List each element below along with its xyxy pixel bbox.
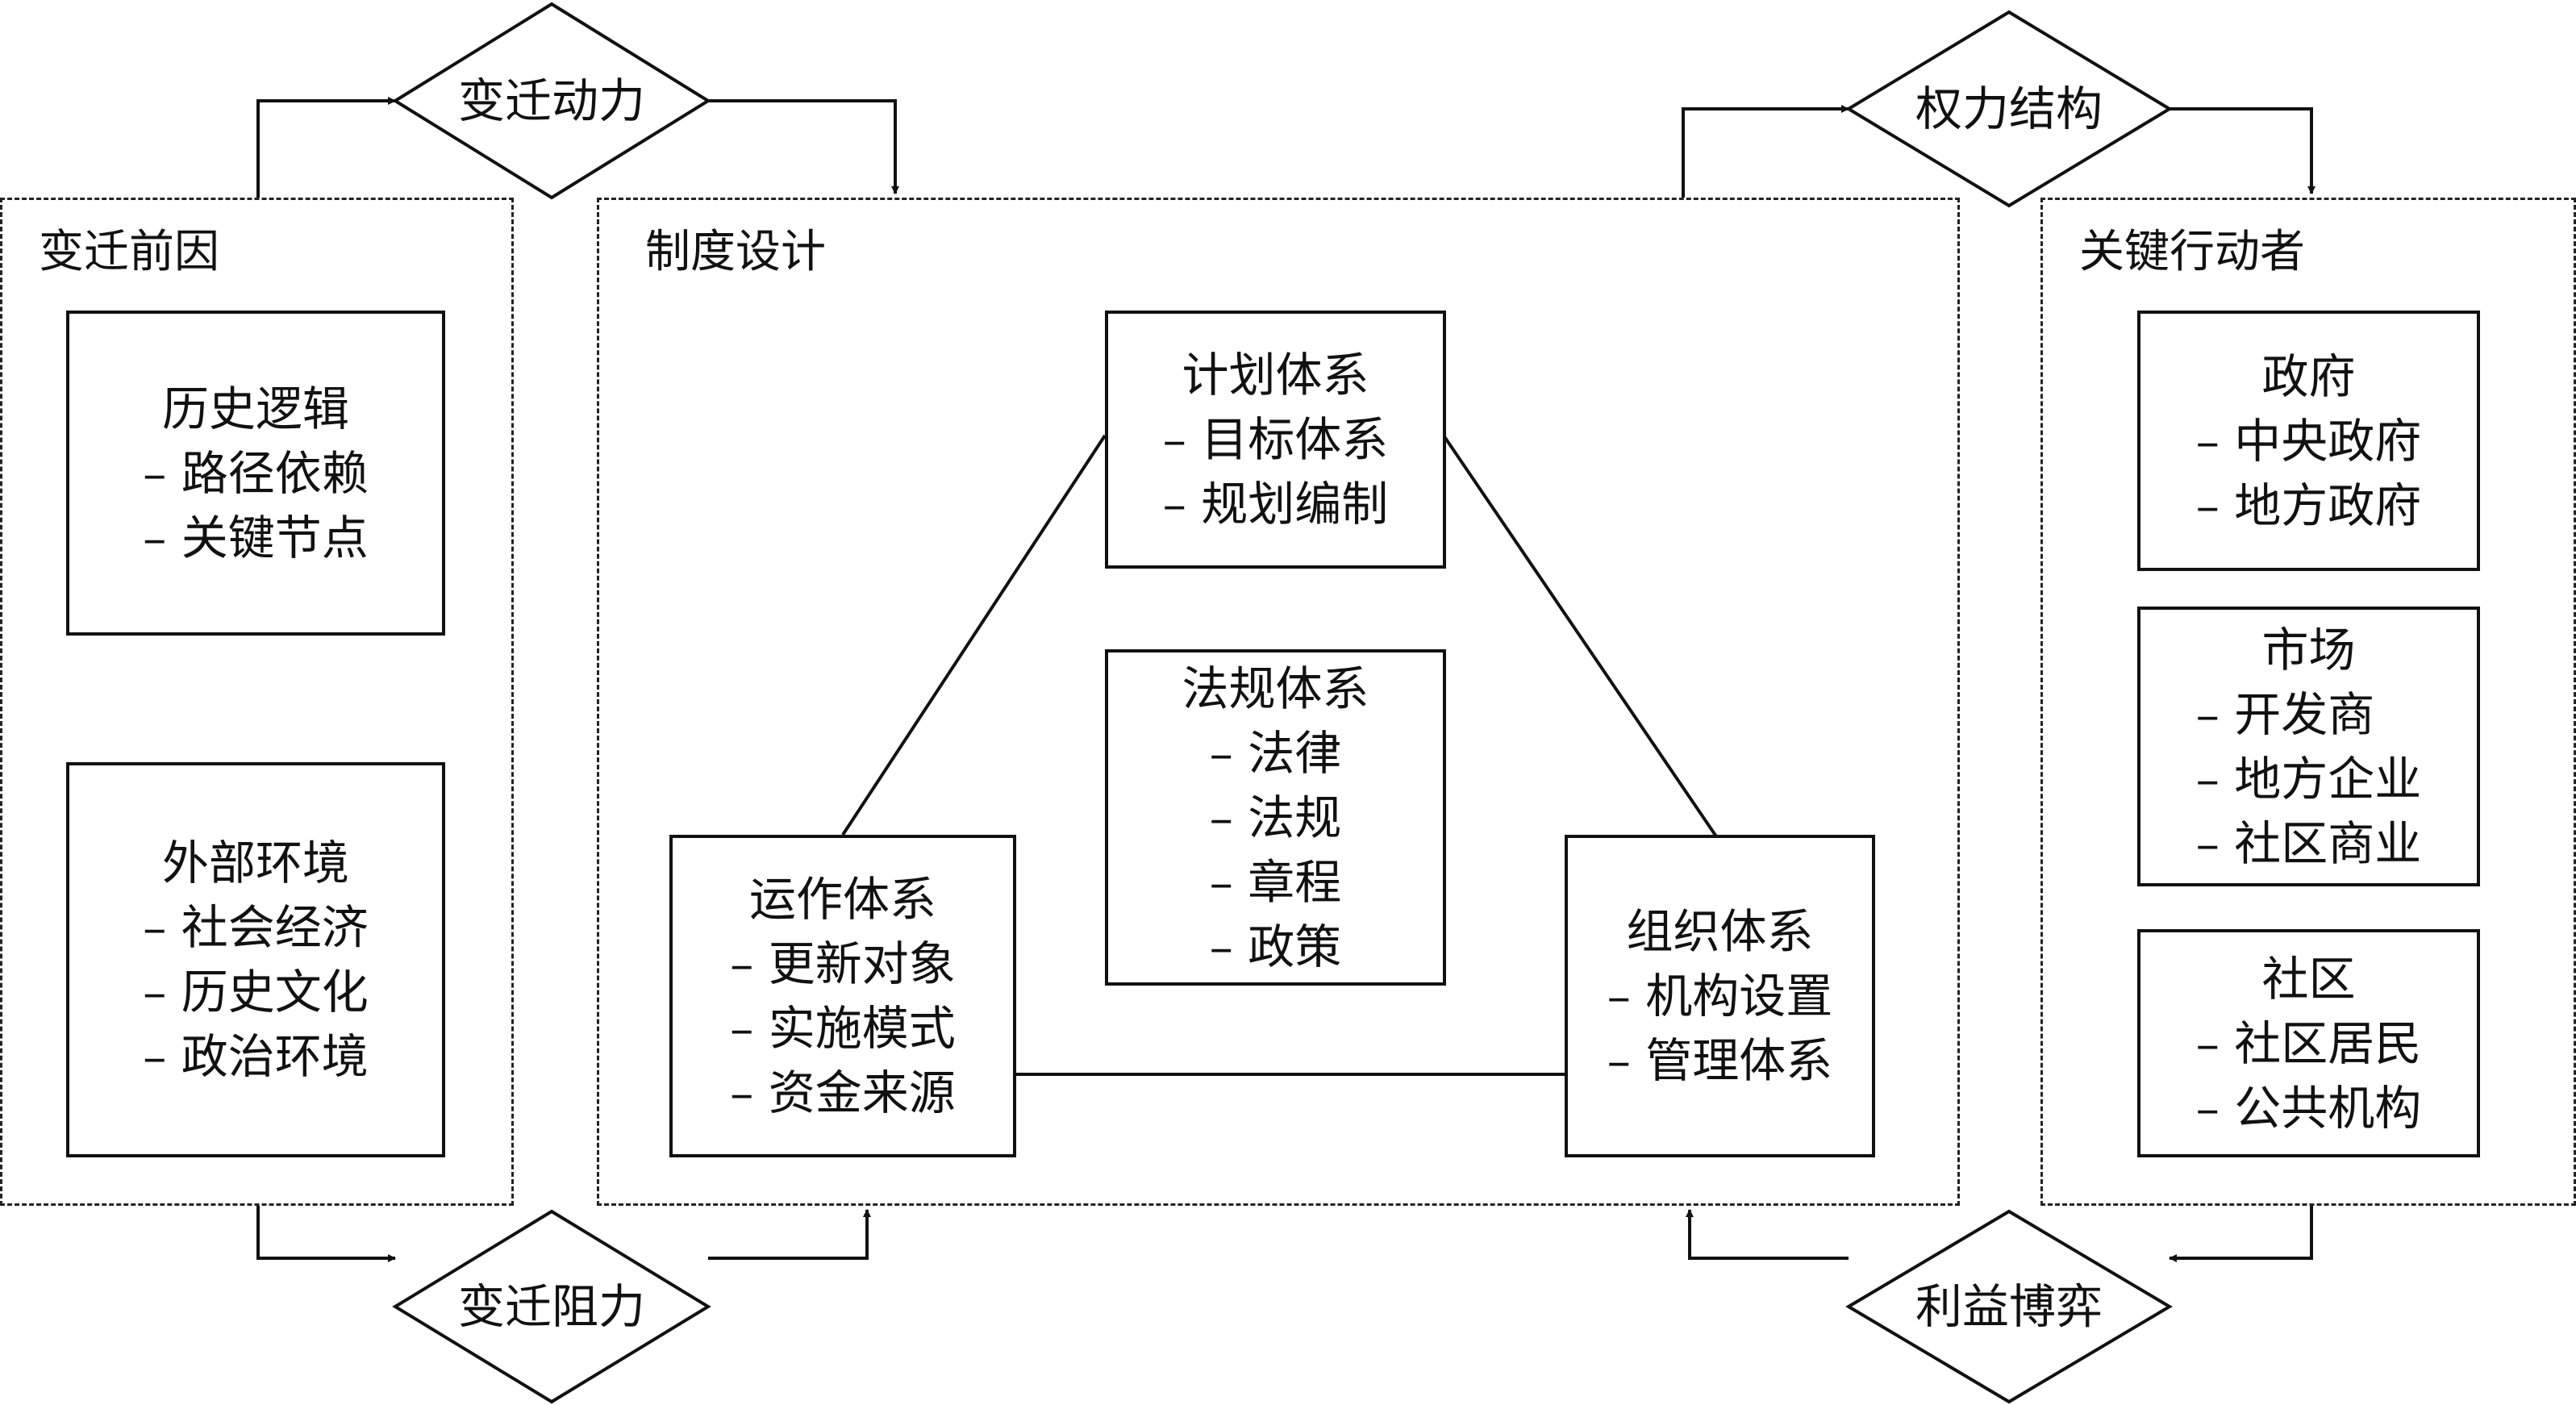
region-actors — [2040, 198, 2576, 1206]
list-item: 关键节点 — [143, 506, 369, 570]
box-market-list: 开发商 地方企业 社区商业 — [2196, 682, 2421, 876]
box-operation: 运作体系 更新对象 实施模式 资金来源 — [669, 835, 1016, 1157]
link-planning-organization — [1442, 434, 1719, 840]
box-environment-list: 社会经济 历史文化 政治环境 — [143, 895, 369, 1089]
list-item: 实施模式 — [730, 996, 956, 1061]
arrow-dynamics-to-design — [708, 99, 899, 194]
box-organization-title: 组织体系 — [1626, 904, 1814, 959]
box-organization: 组织体系 机构设置 管理体系 — [1565, 835, 1875, 1157]
box-history-list: 路径依赖 关键节点 — [143, 441, 369, 570]
box-regulation-list: 法律 法规 章程 政策 — [1210, 721, 1341, 979]
box-community-title: 社区 — [2261, 951, 2356, 1007]
arrow-design-to-power — [1682, 105, 1849, 198]
box-planning-list: 目标体系 规划编制 — [1163, 407, 1388, 536]
list-item: 社会经济 — [143, 895, 369, 960]
list-item: 机构设置 — [1607, 964, 1832, 1028]
box-regulation-title: 法规体系 — [1182, 661, 1369, 716]
list-item: 管理体系 — [1607, 1028, 1832, 1093]
box-environment: 外部环境 社会经济 历史文化 政治环境 — [66, 762, 445, 1157]
box-community-list: 社区居民 公共机构 — [2196, 1011, 2421, 1140]
region-actors-title: 关键行动者 — [2079, 226, 2305, 278]
box-community: 社区 社区居民 公共机构 — [2137, 929, 2480, 1157]
list-item: 历史文化 — [143, 960, 369, 1024]
region-causes-title: 变迁前因 — [39, 226, 219, 278]
diamond-power-label: 权力结构 — [1915, 81, 2103, 136]
box-planning-title: 计划体系 — [1182, 348, 1369, 402]
list-item: 章程 — [1210, 850, 1341, 915]
region-design-title: 制度设计 — [645, 226, 826, 278]
box-market: 市场 开发商 地方企业 社区商业 — [2137, 607, 2480, 886]
list-item: 路径依赖 — [143, 441, 369, 506]
box-operation-title: 运作体系 — [748, 872, 936, 927]
link-planning-operation — [841, 434, 1107, 836]
diamond-interest — [1845, 1209, 2173, 1404]
list-item: 社区居民 — [2196, 1011, 2421, 1076]
box-operation-list: 更新对象 实施模式 资金来源 — [730, 932, 956, 1125]
list-item: 政治环境 — [143, 1024, 369, 1089]
arrow-causes-to-dynamics — [256, 97, 396, 198]
box-environment-title: 外部环境 — [161, 836, 349, 890]
diamond-interest-label: 利益博弈 — [1915, 1279, 2103, 1334]
list-item: 公共机构 — [2196, 1076, 2421, 1140]
arrow-actors-to-interest — [2169, 1206, 2313, 1262]
list-item: 中央政府 — [2196, 409, 2421, 473]
list-item: 更新对象 — [730, 932, 956, 996]
arrow-resistance-to-design — [708, 1209, 871, 1260]
list-item: 政策 — [1210, 915, 1341, 979]
list-item: 资金来源 — [730, 1061, 956, 1125]
box-government-title: 政府 — [2261, 348, 2356, 404]
box-history-title: 历史逻辑 — [161, 381, 349, 436]
diamond-dynamics — [392, 2, 711, 200]
box-market-title: 市场 — [2261, 622, 2356, 677]
box-government-list: 中央政府 地方政府 — [2196, 409, 2421, 538]
list-item: 开发商 — [2196, 682, 2421, 747]
arrow-interest-to-design — [1686, 1209, 1849, 1260]
list-item: 社区商业 — [2196, 811, 2421, 876]
arrow-causes-to-resistance — [256, 1206, 396, 1262]
list-item: 地方企业 — [2196, 747, 2421, 811]
arrow-power-to-actors — [2170, 107, 2315, 194]
list-item: 目标体系 — [1163, 407, 1388, 472]
box-government: 政府 中央政府 地方政府 — [2137, 311, 2480, 571]
list-item: 法规 — [1210, 786, 1341, 850]
box-organization-list: 机构设置 管理体系 — [1607, 964, 1832, 1093]
box-regulation: 法规体系 法律 法规 章程 政策 — [1105, 649, 1446, 986]
list-item: 规划编制 — [1163, 472, 1388, 536]
region-causes — [0, 198, 514, 1206]
diamond-power — [1845, 10, 2173, 208]
diamond-resistance-label: 变迁阻力 — [457, 1279, 646, 1334]
region-design — [597, 198, 1960, 1206]
list-item: 法律 — [1210, 721, 1341, 786]
diamond-dynamics-label: 变迁动力 — [457, 73, 646, 128]
box-history: 历史逻辑 路径依赖 关键节点 — [66, 311, 445, 636]
diamond-resistance — [392, 1209, 711, 1404]
box-planning: 计划体系 目标体系 规划编制 — [1105, 311, 1446, 569]
list-item: 地方政府 — [2196, 473, 2421, 538]
